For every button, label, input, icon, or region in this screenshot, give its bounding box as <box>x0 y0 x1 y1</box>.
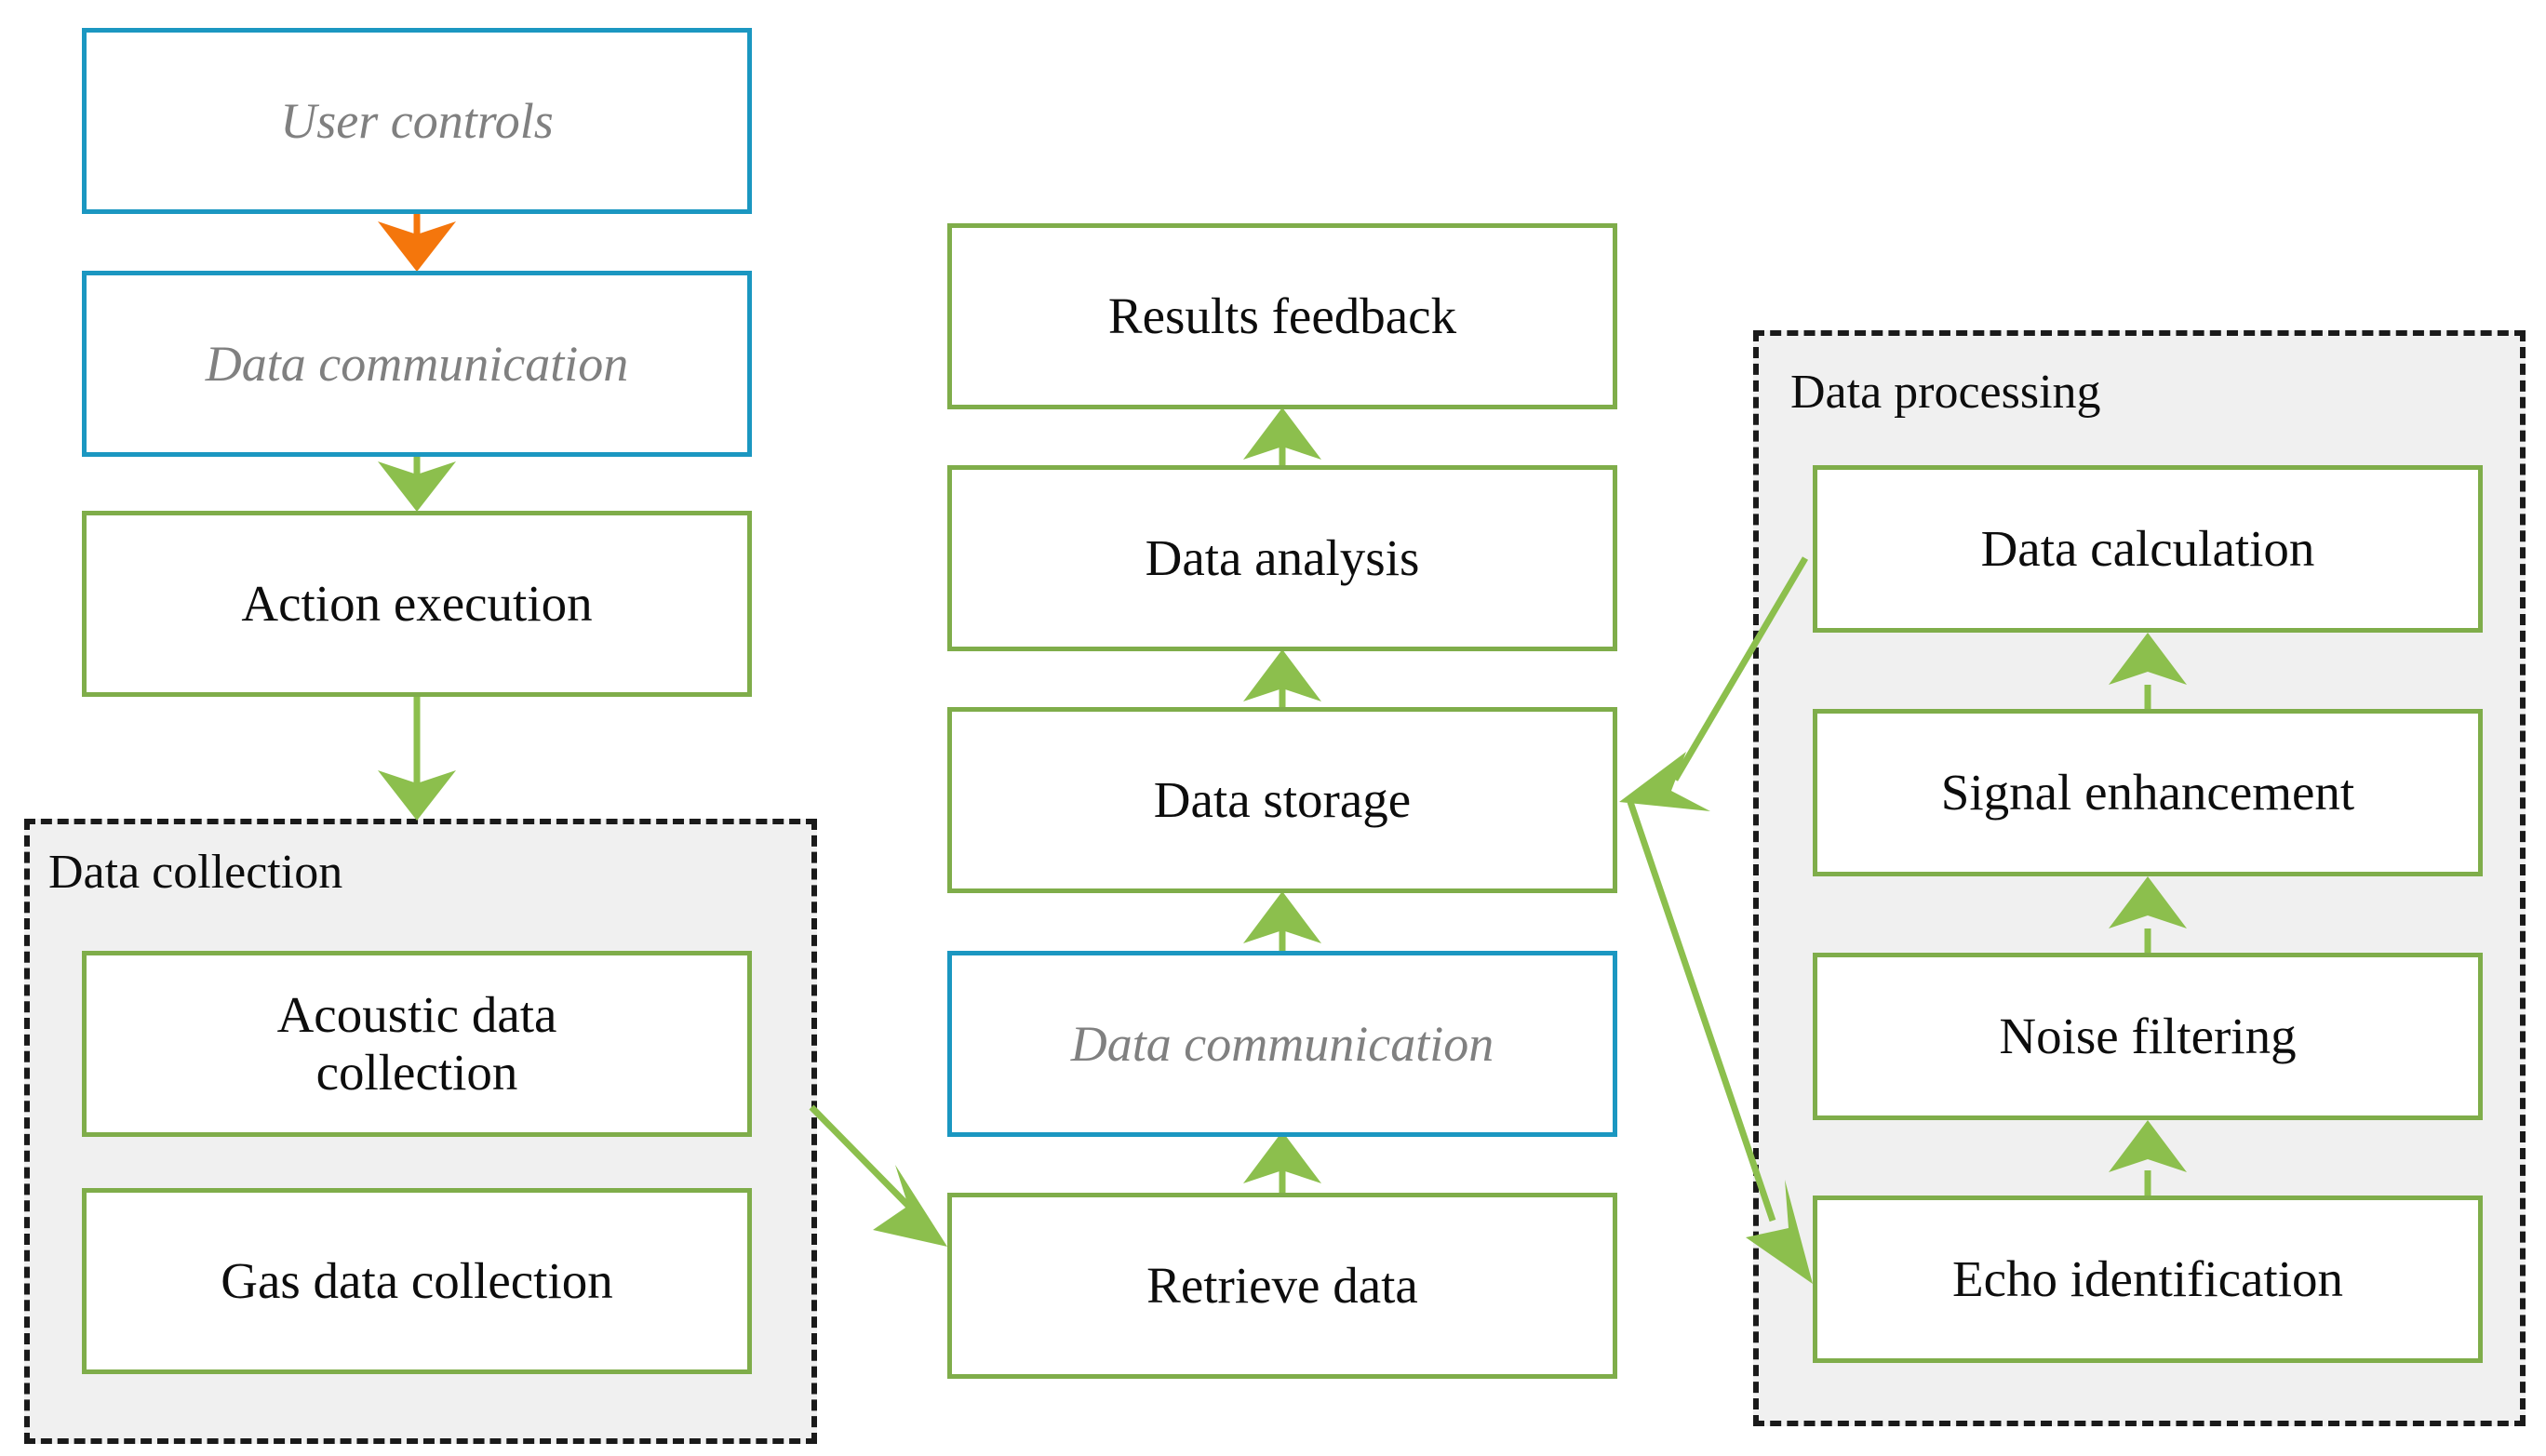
node-label-action-execution: Action execution <box>241 575 593 633</box>
node-action-execution[interactable]: Action execution <box>82 511 752 697</box>
node-label-data-communication-upper: Data communication <box>205 335 629 392</box>
node-label-data-analysis: Data analysis <box>1145 529 1420 587</box>
node-label-acoustic-line-1: Acoustic data <box>276 986 557 1044</box>
arrowhead-green-up-4 <box>1243 407 1321 460</box>
node-label-user-controls: User controls <box>280 92 554 149</box>
node-data-storage[interactable]: Data storage <box>947 707 1617 893</box>
node-signal-enhancement[interactable]: Signal enhancement <box>1813 709 2483 876</box>
node-retrieve-data[interactable]: Retrieve data <box>947 1193 1617 1379</box>
node-label-signal-enhancement: Signal enhancement <box>1940 764 2355 822</box>
node-label-data-storage: Data storage <box>1153 771 1412 829</box>
node-gas-data-collection[interactable]: Gas data collection <box>82 1188 752 1374</box>
node-data-analysis[interactable]: Data analysis <box>947 465 1617 651</box>
node-echo-identification[interactable]: Echo identification <box>1813 1196 2483 1363</box>
node-user-controls[interactable]: User controls <box>82 28 752 214</box>
node-data-calculation[interactable]: Data calculation <box>1813 465 2483 633</box>
arrowhead-green-up-2 <box>1243 891 1321 943</box>
node-acoustic-data-collection[interactable]: Acoustic data collection <box>82 951 752 1137</box>
arrowhead-green-down-2 <box>378 770 456 821</box>
node-label-results-feedback: Results feedback <box>1107 287 1457 345</box>
arrowhead-green-up-1 <box>1243 1131 1321 1183</box>
node-noise-filtering[interactable]: Noise filtering <box>1813 953 2483 1120</box>
arrowhead-green-diag-3 <box>1619 752 1710 811</box>
edge-data-storage-to-echo-identification <box>1627 800 1776 1222</box>
arrowhead-green-up-3 <box>1243 649 1321 701</box>
node-data-communication-upper[interactable]: Data communication <box>82 271 752 457</box>
node-label-data-communication-lower: Data communication <box>1070 1015 1494 1072</box>
group-label-data-processing: Data processing <box>1790 366 2101 419</box>
edge-acoustic-collection-to-retrieve-data <box>809 1104 915 1212</box>
arrowhead-green-diag-1 <box>873 1165 947 1247</box>
node-data-communication-lower[interactable]: Data communication <box>947 951 1617 1137</box>
group-label-data-collection: Data collection <box>48 846 343 899</box>
node-label-echo-identification: Echo identification <box>1952 1250 2343 1308</box>
node-label-gas-data-collection: Gas data collection <box>221 1252 613 1310</box>
node-label-acoustic-data-collection: Acoustic data collection <box>277 986 557 1101</box>
node-label-noise-filtering: Noise filtering <box>1999 1008 2297 1065</box>
node-label-data-calculation: Data calculation <box>1980 520 2315 578</box>
arrowhead-green-down-1 <box>378 461 456 512</box>
node-label-acoustic-line-2: collection <box>315 1044 518 1101</box>
node-results-feedback[interactable]: Results feedback <box>947 223 1617 409</box>
node-label-retrieve-data: Retrieve data <box>1146 1257 1418 1315</box>
arrowhead-orange-down <box>378 221 456 272</box>
